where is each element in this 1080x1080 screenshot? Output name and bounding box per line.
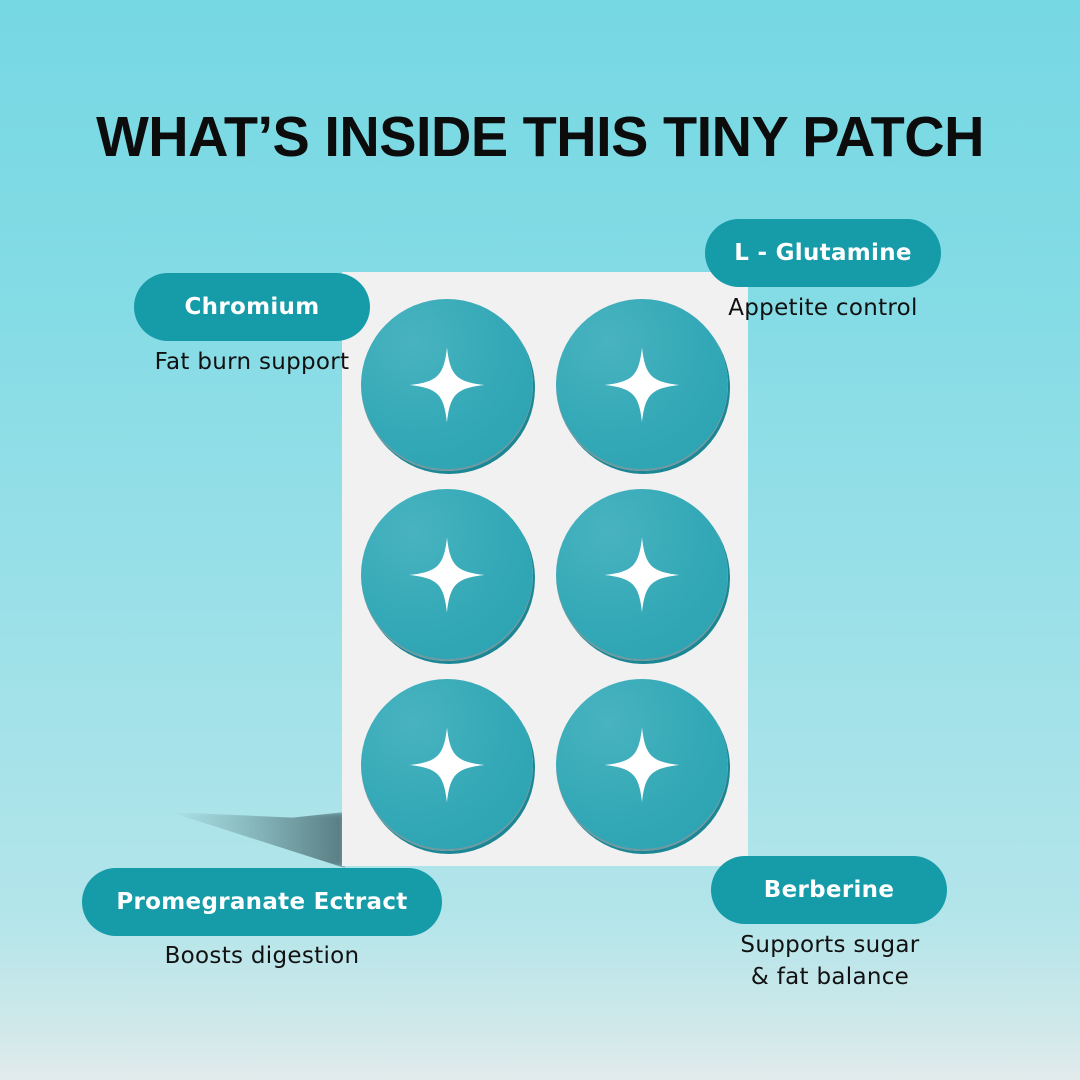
patch-sheet [342, 272, 748, 866]
benefit-line: & fat balance [750, 964, 910, 990]
patch-dot [556, 299, 728, 471]
ingredient-pill-pomegranate-extract: Promegranate Ectract [82, 868, 442, 936]
page-title: WHAT’S INSIDE THIS TINY PATCH [96, 105, 984, 169]
ingredient-pill-l-glutamine: L - Glutamine [705, 219, 941, 287]
patch-dot [361, 299, 533, 471]
ingredient-name: L - Glutamine [734, 240, 912, 266]
patch-dot [361, 489, 533, 661]
patch-dot [556, 679, 728, 851]
ingredient-name: Chromium [184, 294, 320, 320]
ingredient-benefit-chromium: Fat burn support [154, 349, 350, 375]
ingredient-benefit-l-glutamine: Appetite control [728, 295, 918, 321]
ingredient-name: Promegranate Ectract [116, 889, 408, 915]
ingredient-pill-chromium: Chromium [134, 273, 370, 341]
sparkle-icon [409, 727, 485, 803]
ingredient-benefit-pomegranate-extract: Boosts digestion [164, 943, 360, 969]
sparkle-icon [604, 347, 680, 423]
sparkle-icon [409, 537, 485, 613]
ingredient-name: Berberine [763, 877, 895, 903]
benefit-line: Supports sugar [740, 932, 920, 958]
sparkle-icon [604, 537, 680, 613]
sparkle-icon [409, 347, 485, 423]
patch-drop-shadow [170, 812, 345, 868]
patch-dot [556, 489, 728, 661]
patch-dot [361, 679, 533, 851]
ingredient-pill-berberine: Berberine [711, 856, 947, 924]
ingredient-benefit-berberine: Supports sugar & fat balance [700, 929, 960, 993]
sparkle-icon [604, 727, 680, 803]
